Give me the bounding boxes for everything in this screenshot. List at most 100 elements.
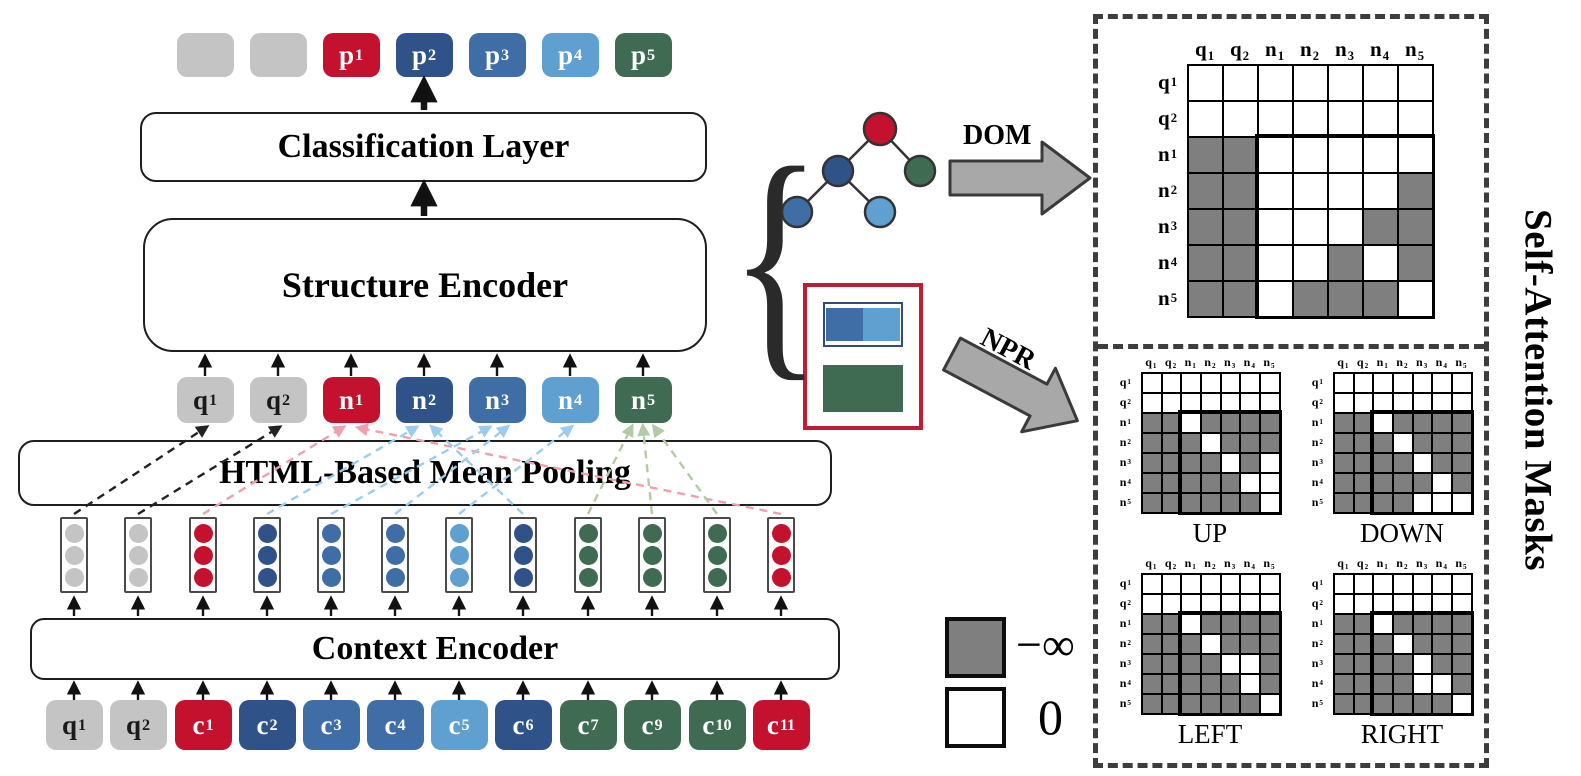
axis-label: n3 [1415,355,1428,371]
token-vector-7 [445,517,473,593]
mask-cell-zero [1161,393,1182,413]
mask-cell-zero [1181,373,1202,393]
axis-label: n1 [1265,37,1284,64]
mask-cell-neg-inf [1142,694,1162,714]
mask-cell-neg-inf [1334,433,1354,453]
mask-cell-zero [1432,594,1453,614]
mask-cell-neg-inf [1452,433,1472,453]
axis-label: n1 [1376,355,1388,371]
down-mask-grid [1333,372,1473,514]
mask-cell-zero [1363,65,1398,101]
mask-cell-zero [1373,594,1394,614]
mask-cell-zero [1398,101,1433,137]
axis-label: q2 [1164,355,1177,371]
mask-cell-neg-inf [1393,493,1413,513]
mask-cell-zero [1452,373,1472,393]
mask-cell-neg-inf [1220,694,1241,714]
mask-cell-neg-inf [1223,173,1258,209]
page-header-left-rect [826,308,863,341]
mask-cell-neg-inf [1161,614,1182,634]
vector-dot [385,567,405,587]
mask-cell-neg-inf [1220,634,1241,654]
vector-dot [128,523,148,543]
mask-cell-zero [1334,393,1354,413]
mask-cell-neg-inf [1161,433,1182,453]
vector-dot [578,545,598,565]
axis-label: n1 [1184,355,1196,371]
mask-cell-zero [1240,674,1261,694]
mask-cell-neg-inf [1181,493,1202,513]
mask-cell-neg-inf [1142,493,1162,513]
right-mask-grid [1333,573,1473,715]
mask-cell-neg-inf [1452,473,1472,493]
mask-cell-neg-inf [1161,493,1182,513]
mask-cell-neg-inf [1142,634,1162,654]
mask-cell-zero [1201,393,1221,413]
masks-panel-border [1093,14,1489,768]
mask-cell-zero [1363,137,1398,173]
mask-cell-neg-inf [1161,694,1182,714]
curly-brace: { [729,114,822,402]
axis-label: q1 [1195,37,1214,64]
context-encoder-title: Context Encoder [311,630,559,667]
mask-cell-zero [1412,674,1433,694]
mask-cell-neg-inf [1188,137,1223,173]
mask-cell-zero [1334,574,1354,594]
mask-cell-zero [1353,574,1374,594]
mask-cell-neg-inf [1334,453,1354,473]
mask-cell-zero [1161,594,1182,614]
mask-cell-zero [1260,694,1280,714]
mask-cell-zero [1412,654,1433,674]
mask-cell-neg-inf [1201,694,1221,714]
mask-cell-neg-inf [1181,634,1202,654]
mask-cell-neg-inf [1223,137,1258,173]
mask-cell-neg-inf [1353,694,1374,714]
mask-cell-zero [1452,594,1472,614]
mask-cell-zero [1328,65,1363,101]
mask-cell-zero [1181,594,1202,614]
mask-cell-zero [1161,574,1182,594]
token-vector-11 [703,517,731,593]
mask-cell-neg-inf [1373,493,1394,513]
vector-dot [321,567,341,587]
up-mask-grid [1141,372,1281,514]
mask-cell-neg-inf [1188,209,1223,245]
mask-cell-zero [1188,101,1223,137]
mask-cell-neg-inf [1432,413,1453,433]
mask-cell-zero [1201,373,1221,393]
vector-dot [771,545,791,565]
vector-dot [64,545,84,565]
prediction-token-blank [176,33,234,77]
mask-cell-neg-inf [1240,433,1261,453]
vector-dot [193,523,213,543]
down-mask-caption: DOWN [1359,518,1444,548]
mask-cell-zero [1432,393,1453,413]
axis-label: n4 [1435,556,1447,572]
mask-cell-neg-inf [1201,654,1221,674]
mask-cell-zero [1412,373,1433,393]
mask-cell-neg-inf [1353,654,1374,674]
mask-cell-zero [1260,393,1280,413]
mask-cell-zero [1412,574,1433,594]
mask-cell-zero [1373,413,1394,433]
mask-cell-neg-inf [1334,654,1354,674]
